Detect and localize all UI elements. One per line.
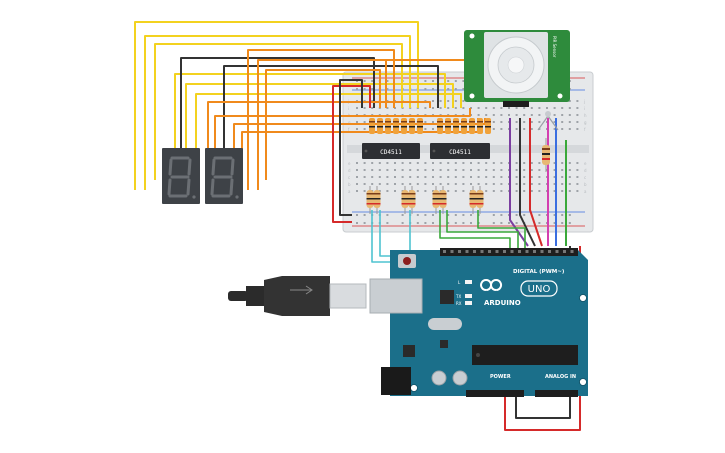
power-label: POWER xyxy=(490,374,511,380)
header-pin[interactable] xyxy=(548,250,551,253)
pir-sensor[interactable]: PIR Sensor xyxy=(464,30,570,107)
resistor-sensor[interactable] xyxy=(542,138,550,172)
arduino-logo: ARDUINO xyxy=(480,279,521,307)
seven-segment-display-1[interactable] xyxy=(162,148,200,204)
row-letter: b xyxy=(348,182,351,187)
row-letter: j xyxy=(583,99,585,104)
led-rx-label: RX xyxy=(456,301,462,306)
digital-label: DIGITAL (PWM~) xyxy=(513,269,565,275)
row-letter: g xyxy=(348,120,351,125)
arduino-uno[interactable]: DIGITAL (PWM~) L TX RX ARDUINO UNO xyxy=(369,248,588,397)
row-letter: h xyxy=(584,113,587,118)
row-letter: i xyxy=(348,106,349,111)
header-pin[interactable] xyxy=(443,250,446,253)
row-letter: g xyxy=(584,120,587,125)
arduino-logo-text: ARDUINO xyxy=(484,299,521,307)
header-pin[interactable] xyxy=(450,250,454,253)
row-letter: d xyxy=(584,168,587,173)
row-letter: e xyxy=(348,161,351,166)
resistor-array-top xyxy=(369,118,491,134)
row-letter: a xyxy=(584,189,587,194)
row-letter: f xyxy=(584,127,586,132)
row-letter: d xyxy=(348,168,351,173)
header-pin[interactable] xyxy=(555,250,559,253)
row-letter: a xyxy=(348,189,351,194)
header-pin[interactable] xyxy=(510,250,514,253)
onboard-leds: L TX RX xyxy=(455,280,472,306)
analog-label: ANALOG IN xyxy=(545,374,576,380)
digital-header-pins[interactable] xyxy=(443,250,574,253)
ic-label-right: CD4511 xyxy=(449,149,471,156)
header-pin[interactable] xyxy=(570,250,574,253)
model-label: UNO xyxy=(528,284,551,295)
header-pin[interactable] xyxy=(480,250,484,253)
led-l-label: L xyxy=(458,280,461,285)
header-pin[interactable] xyxy=(525,250,529,253)
header-pin[interactable] xyxy=(458,250,461,253)
ic-cd4511-right[interactable]: CD4511 xyxy=(430,143,490,159)
row-letter: i xyxy=(584,106,585,111)
ic-cd4511-left[interactable]: CD4511 xyxy=(362,143,420,159)
row-letter: e xyxy=(584,161,587,166)
header-pin[interactable] xyxy=(540,250,544,253)
header-pin[interactable] xyxy=(488,250,491,253)
resistors-bottom xyxy=(366,186,484,214)
row-letter: c xyxy=(584,175,586,180)
led-indicator[interactable] xyxy=(537,111,559,131)
led-tx-label: TX xyxy=(455,294,461,299)
ic-label-left: CD4511 xyxy=(380,149,402,156)
usb-cable xyxy=(228,276,367,316)
wires xyxy=(134,21,581,431)
header-pin[interactable] xyxy=(563,250,566,253)
sensor-label: PIR Sensor xyxy=(552,36,557,58)
header-pin[interactable] xyxy=(465,250,469,253)
row-letter: b xyxy=(584,182,587,187)
header-pin[interactable] xyxy=(503,250,506,253)
row-letter: f xyxy=(348,127,350,132)
seven-segment-display-2[interactable] xyxy=(205,148,243,204)
header-pin[interactable] xyxy=(518,250,521,253)
header-pin[interactable] xyxy=(495,250,499,253)
header-pin[interactable] xyxy=(533,250,536,253)
header-pin[interactable] xyxy=(473,250,476,253)
row-letter: c xyxy=(348,175,350,180)
